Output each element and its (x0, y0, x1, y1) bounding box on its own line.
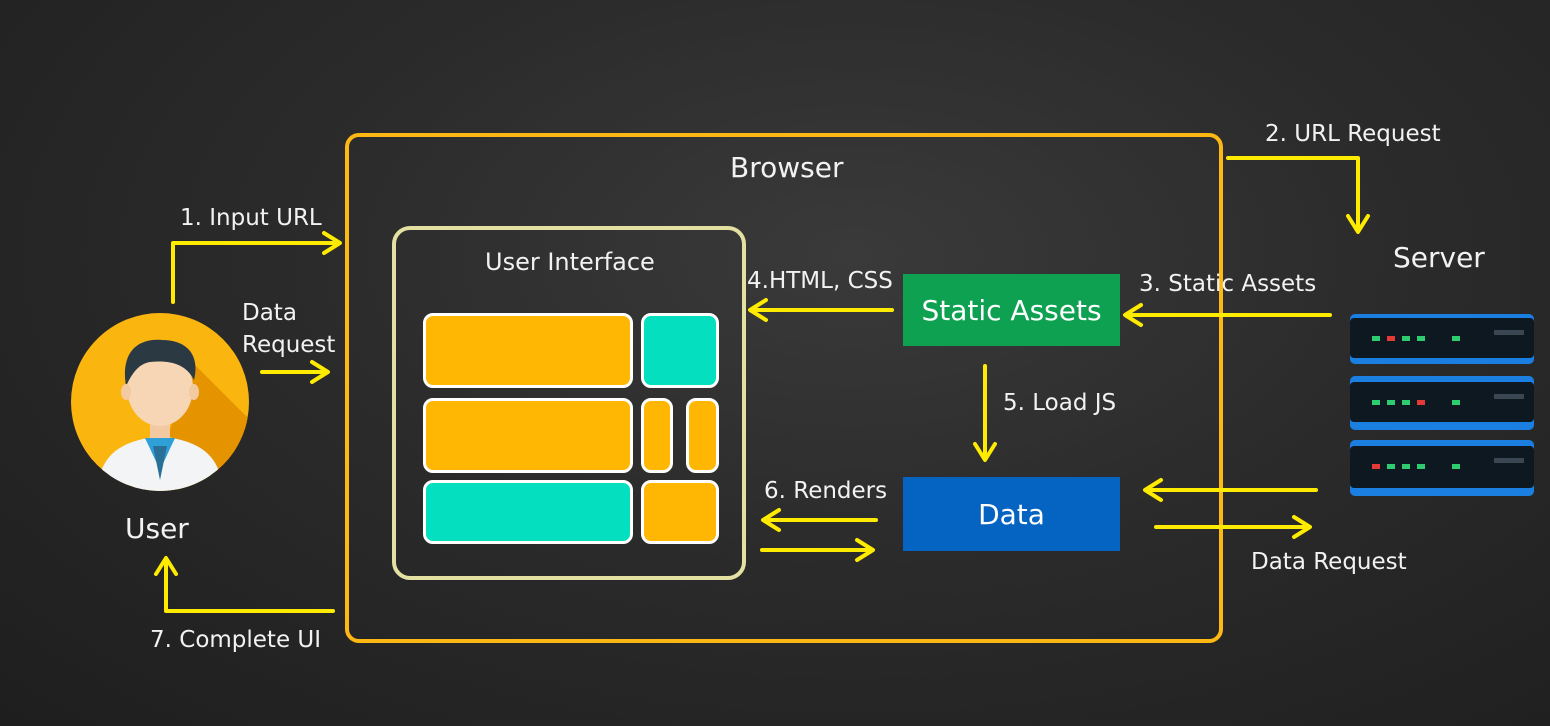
arrow-url-request (1226, 156, 1360, 232)
browser-title: Browser (730, 151, 844, 184)
step-static-assets-label: 3. Static Assets (1139, 271, 1317, 297)
user-avatar-icon (71, 313, 249, 491)
ui-block-row1-wide (423, 313, 633, 388)
arrow-html-css-head (748, 298, 768, 322)
browser-box (345, 133, 1223, 643)
arrow-input-url-head (322, 231, 342, 255)
arrow-complete-ui-head (154, 556, 178, 576)
arrow-data-request-head (1292, 515, 1312, 539)
ui-block-row1-square (641, 313, 719, 388)
server-icon (1350, 314, 1534, 496)
user-interface-panel (392, 226, 746, 580)
user-label: User (125, 512, 189, 545)
user-data-request-label: Data Request (242, 300, 336, 358)
step-complete-ui-label: 7. Complete UI (150, 627, 322, 653)
ui-block-row2-narrow-right (686, 398, 719, 473)
arrow-server-to-data-head (1143, 478, 1163, 502)
ui-block-row2-narrow-left (641, 398, 673, 473)
step-html-css-label: 4.HTML, CSS (747, 268, 893, 294)
arrow-renders-head (761, 508, 781, 532)
arrow-ui-to-data-head (855, 538, 875, 562)
server-label: Server (1393, 241, 1485, 274)
arrow-user-data-request-head (310, 360, 330, 384)
data-node: Data (903, 477, 1120, 551)
user-interface-title: User Interface (485, 248, 655, 276)
arrow-static-assets-head (1123, 303, 1143, 327)
server-data-request-label: Data Request (1251, 549, 1407, 575)
step-renders-label: 6. Renders (764, 478, 888, 504)
static-assets-node: Static Assets (903, 274, 1120, 346)
ui-block-row3-wide (423, 480, 633, 544)
arrow-complete-ui (164, 558, 335, 613)
arrow-input-url (171, 241, 340, 304)
step-url-request-label: 2. URL Request (1265, 121, 1441, 147)
step-load-js-label: 5. Load JS (1003, 390, 1117, 416)
arrow-url-request-head (1346, 214, 1370, 234)
ui-block-row2-wide (423, 398, 633, 473)
arrow-load-js-head (973, 442, 997, 462)
ui-block-row3-square (641, 480, 719, 544)
step-input-url-label: 1. Input URL (180, 205, 322, 231)
